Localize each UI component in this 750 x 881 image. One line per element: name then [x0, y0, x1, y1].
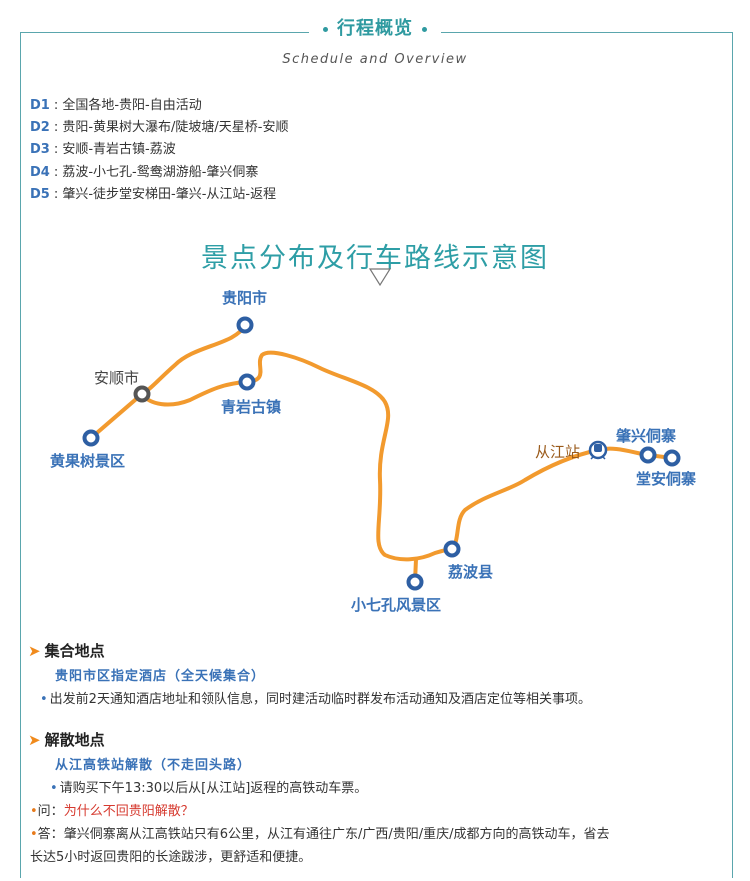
- label-xiaoqikong: 小七孔风景区: [351, 596, 441, 614]
- day-text: 安顺-青岩古镇-荔波: [62, 142, 176, 158]
- marker-xiaoqikong: [406, 573, 424, 591]
- header: 行程概览: [0, 14, 750, 40]
- dismissal-question: •问：为什么不回贵阳解散？: [30, 800, 194, 819]
- marker-zhaoxing: [639, 446, 657, 464]
- dismissal-subheading: 从江高铁站解散（不走回头路）: [55, 758, 252, 773]
- page-title: 行程概览: [337, 18, 413, 39]
- answer-label: 答：: [37, 827, 64, 842]
- route-anshun-huangguoshu: [89, 392, 144, 440]
- route-map: 贵阳市 安顺市 青岩古镇 黄果树景区 从江站 肇兴侗寨 堂安侗寨 荔波县 小七孔…: [50, 289, 696, 614]
- label-guiyang: 贵阳市: [222, 289, 267, 307]
- label-zhaoxing: 肇兴侗寨: [615, 427, 676, 445]
- bullet-icon: •: [40, 692, 48, 707]
- label-congjiang: 从江站: [535, 443, 580, 461]
- label-qingyan: 青岩古镇: [221, 398, 281, 416]
- bullet-icon: •: [30, 827, 38, 842]
- assembly-subheading: 贵阳市区指定酒店（全天候集合）: [55, 669, 266, 684]
- dot-icon: [322, 27, 328, 32]
- assembly-note: •出发前2天通知酒店地址和领队信息，同时建活动临时群发布活动通知及酒店定位等相关…: [40, 688, 591, 707]
- arrow-right-icon: ➤: [28, 642, 41, 660]
- bullet-icon: •: [30, 804, 38, 819]
- marker-huangguoshu: [82, 429, 100, 447]
- itinerary-day: D3: 安顺-青岩古镇-荔波: [30, 142, 176, 158]
- day-text: 荔波-小七孔-鸳鸯湖游船-肇兴侗寨: [62, 164, 259, 180]
- itinerary-day: D5: 肇兴-徒步堂安梯田-肇兴-从江站-返程: [30, 186, 277, 202]
- itinerary-day: D4: 荔波-小七孔-鸳鸯湖游船-肇兴侗寨: [30, 164, 259, 180]
- dismissal-answer: •答：肇兴侗寨离从江高铁站只有6公里，从江有通往广东/广西/贵阳/重庆/成都方向…: [30, 823, 609, 842]
- dismissal-note: •请购买下午13:30以后从[从江站]返程的高铁动车票。: [50, 777, 367, 796]
- triangle-down-icon: [369, 268, 391, 286]
- day-text: 贵阳-黄果树大瀑布/陡坡塘/天星桥-安顺: [62, 120, 289, 136]
- question-text: 为什么不回贵阳解散？: [63, 804, 194, 819]
- itinerary-list: D1: 全国各地-贵阳-自由活动 D2: 贵阳-黄果树大瀑布/陡坡塘/天星桥-安…: [30, 95, 289, 206]
- day-key: D2: [30, 120, 50, 136]
- route-libo-zhaoxing: [450, 446, 650, 551]
- label-huangguoshu: 黄果树景区: [50, 452, 125, 470]
- answer-text-line1: 肇兴侗寨离从江高铁站只有6公里，从江有通往广东/广西/贵阳/重庆/成都方向的高铁…: [63, 827, 610, 842]
- day-key: D1: [30, 98, 50, 113]
- page-subtitle: Schedule and Overview: [282, 52, 468, 67]
- dismissal-heading: ➤解散地点: [28, 729, 105, 750]
- bullet-icon: •: [50, 781, 58, 796]
- day-key: D3: [30, 142, 50, 158]
- label-anshun: 安顺市: [94, 369, 139, 387]
- question-label: 问：: [37, 804, 64, 819]
- arrow-right-icon: ➤: [28, 731, 41, 749]
- marker-qingyan: [238, 373, 256, 391]
- dismissal-answer-cont: 长达5小时返回贵阳的长途跋涉，更舒适和便捷。: [30, 850, 312, 865]
- day-key: D5: [30, 186, 50, 202]
- dot-icon: [422, 27, 428, 32]
- assembly-heading-text: 集合地点: [44, 642, 105, 660]
- day-text: 全国各地-贵阳-自由活动: [62, 98, 202, 113]
- marker-guiyang: [236, 316, 254, 334]
- label-libo: 荔波县: [448, 563, 493, 581]
- route-qingyan-libo: [245, 350, 454, 562]
- marker-libo: [443, 540, 461, 558]
- train-station-icon: [588, 440, 608, 460]
- day-text: 肇兴-徒步堂安梯田-肇兴-从江站-返程: [62, 186, 277, 202]
- route-guiyang-anshun: [140, 323, 247, 396]
- label-tangan: 堂安侗寨: [636, 470, 696, 488]
- assembly-heading: ➤集合地点: [28, 640, 105, 661]
- assembly-note-text: 出发前2天通知酒店地址和领队信息，同时建活动临时群发布活动通知及酒店定位等相关事…: [49, 692, 591, 707]
- route-anshun-qingyan: [140, 380, 249, 407]
- dismissal-heading-text: 解散地点: [44, 731, 105, 749]
- itinerary-day: D1: 全国各地-贵阳-自由活动: [30, 98, 202, 113]
- itinerary-day: D2: 贵阳-黄果树大瀑布/陡坡塘/天星桥-安顺: [30, 120, 289, 136]
- day-key: D4: [30, 164, 50, 180]
- marker-anshun: [133, 385, 151, 403]
- dismissal-note-text: 请购买下午13:30以后从[从江站]返程的高铁动车票。: [59, 781, 368, 796]
- marker-tangan: [663, 449, 681, 467]
